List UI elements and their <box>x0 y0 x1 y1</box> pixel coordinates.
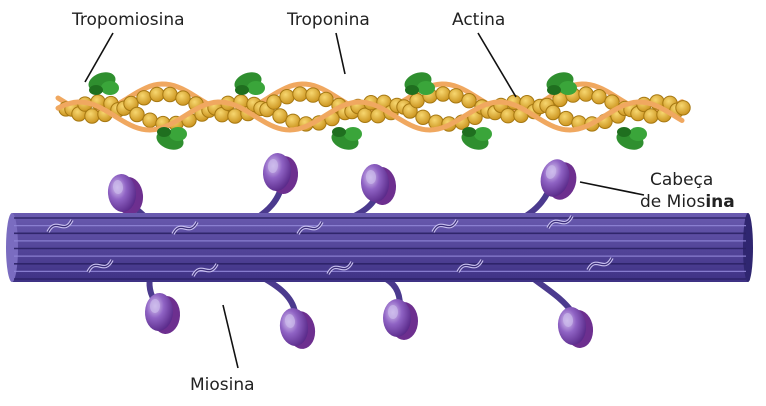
actin-filament <box>58 69 690 153</box>
myosin-head <box>556 306 595 350</box>
label-miosina: Miosina <box>190 375 255 395</box>
label-actina: Actina <box>452 10 505 30</box>
actin-monomer <box>416 110 430 124</box>
myosin-head <box>144 292 181 334</box>
actin-monomer <box>163 87 177 101</box>
actin-monomer <box>280 90 294 104</box>
myosin-head <box>261 152 299 195</box>
actin-monomer <box>267 95 281 109</box>
troponin-complex <box>154 127 187 153</box>
actin-monomer <box>176 91 190 105</box>
actin-monomer <box>228 109 242 123</box>
actin-monomer <box>130 107 144 121</box>
actin-monomer <box>150 87 164 101</box>
troponin-complex <box>329 127 362 153</box>
pointer-cabeca-miosina <box>580 182 644 195</box>
actin-monomer <box>546 105 560 119</box>
troponin-complex <box>459 127 492 153</box>
actin-monomer <box>644 109 658 123</box>
myosin-head <box>383 299 418 340</box>
troponin-complex <box>402 69 435 95</box>
actin-monomer <box>449 89 463 103</box>
pointer-miosina <box>223 305 238 368</box>
myosin-head <box>106 173 144 216</box>
actin-monomer <box>579 87 593 101</box>
actin-monomer <box>85 109 99 123</box>
label-troponina: Troponina <box>287 10 370 30</box>
actin-monomer <box>559 111 573 125</box>
actin-monomer <box>273 109 287 123</box>
actin-monomer <box>319 92 333 106</box>
label-de-miosina-part2: ina <box>705 192 734 212</box>
myosin-head <box>277 306 317 351</box>
label-de-miosina-part1: de Mios <box>640 192 705 212</box>
actin-monomer <box>286 114 300 128</box>
actin-monomer <box>137 91 151 105</box>
troponin-complex <box>614 127 647 153</box>
myosin-thick-filament <box>6 152 753 351</box>
actin-monomer <box>592 90 606 104</box>
troponin-complex <box>232 69 265 95</box>
label-cabeca: Cabeça <box>650 170 713 190</box>
actin-monomer <box>676 101 690 115</box>
actin-monomer <box>436 87 450 101</box>
actin-monomer <box>462 94 476 108</box>
actin-monomer <box>293 87 307 101</box>
actin-monomer <box>143 113 157 127</box>
pointer-actina <box>478 33 516 97</box>
label-de-miosina: de Miosina <box>640 192 735 212</box>
actin-monomer <box>501 109 515 123</box>
pointer-troponina <box>336 33 345 74</box>
actin-monomer <box>306 88 320 102</box>
actin-monomer <box>410 94 424 108</box>
troponin-complex <box>544 69 577 95</box>
myosin-head <box>360 163 397 205</box>
label-tropomiosina: Tropomiosina <box>72 10 185 30</box>
